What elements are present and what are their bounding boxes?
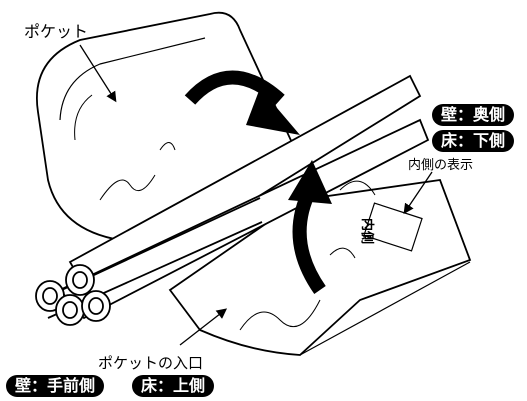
inner-side-tag: [363, 202, 423, 252]
badge-floor-top: 床：上側: [132, 375, 215, 397]
leader-inner-side: [403, 171, 433, 215]
inner-side-marking-label: 内側の表示: [408, 158, 474, 173]
pocket-label: ポケット: [24, 22, 89, 41]
fold-arrow-lower: [288, 160, 332, 295]
rolls: [35, 74, 430, 326]
fold-arrow-upper: [184, 70, 300, 135]
badge-wall-front: 壁：手前側: [6, 375, 105, 397]
leader-pocket-entrance: [179, 308, 228, 346]
badge-floor-bottom: 床：下側: [432, 130, 515, 152]
leader-pocket: [79, 44, 117, 103]
pocket-entrance-label: ポケットの入口: [98, 354, 204, 372]
badge-wall-back: 壁：奥側: [432, 104, 515, 126]
inner-tag-text: 内側: [359, 218, 374, 245]
